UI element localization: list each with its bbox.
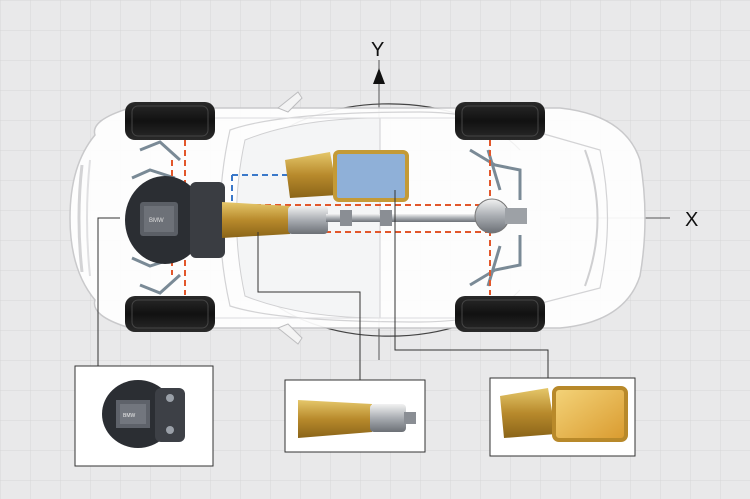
x-axis-label: X: [685, 209, 698, 231]
battery-pack-icon: [285, 150, 409, 202]
callout-gearbox-icon: [298, 400, 416, 438]
callout-battery: [489, 377, 636, 457]
y-axis-arrow-icon: [373, 68, 385, 84]
callout-engine-badge: BMW: [123, 413, 136, 419]
y-axis-label: Y: [371, 39, 384, 61]
callout-battery-icon: [500, 386, 628, 442]
driveshaft: [326, 210, 476, 226]
rear-differential: [474, 198, 527, 234]
gearbox-icon: [222, 202, 328, 238]
callout-gearbox: [284, 379, 426, 453]
engine-icon: BMW: [125, 176, 225, 264]
callout-engine: BMW: [74, 365, 214, 467]
front-left-tire: [125, 102, 215, 140]
front-right-tire: [125, 296, 215, 332]
rear-suspension: [469, 148, 522, 287]
callout-engine-icon: BMW: [102, 380, 185, 448]
callout-lines: [97, 190, 549, 380]
rear-left-tire: [455, 102, 545, 140]
engine-badge: BMW: [149, 218, 164, 224]
rear-right-tire: [455, 296, 545, 332]
